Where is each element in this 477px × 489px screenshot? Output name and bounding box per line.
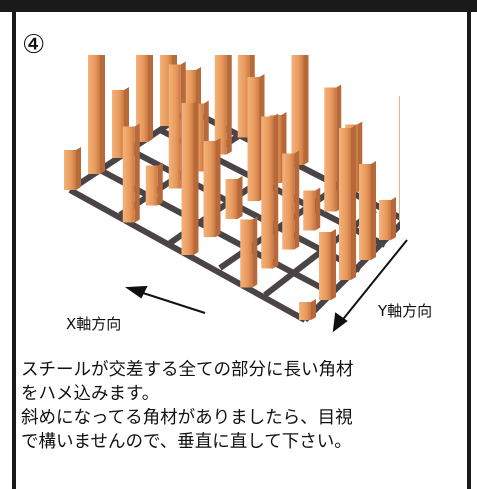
wood-post-side (237, 176, 243, 219)
wood-post-side (157, 162, 163, 206)
wood-post (64, 150, 76, 190)
instruction-line: 斜めになってる角材がありましたら、目視 (21, 408, 353, 428)
wood-post (122, 126, 135, 223)
y-arrow-head (332, 312, 348, 333)
wood-post-side (303, 55, 309, 165)
wood-post (112, 90, 124, 158)
wood-post-side (252, 216, 258, 288)
x-arrow-head (125, 285, 148, 299)
wood-post (291, 55, 304, 165)
y-axis-label: Y軸方向 (378, 302, 433, 320)
wood-post-side (134, 123, 140, 223)
wood-post (168, 64, 181, 189)
wood-post-side (100, 55, 105, 174)
wood-post (359, 164, 371, 260)
wood-post-side (273, 113, 279, 269)
wood-post-side (371, 161, 376, 260)
wood-post (88, 55, 100, 174)
wood-post-side (148, 55, 153, 142)
wood-post (324, 87, 337, 212)
wood-post (299, 302, 311, 320)
wood-post (225, 179, 238, 219)
wood-post-side (391, 197, 396, 240)
instruction-line: をハメ込みます。 (21, 384, 160, 404)
instruction-line: で構いませんので、垂直に直して下さい。 (21, 432, 352, 452)
wood-post (184, 70, 196, 110)
wood-post-side (196, 67, 201, 110)
top-border (0, 0, 477, 12)
wood-post-side (226, 55, 232, 155)
wood-post (379, 200, 391, 240)
wood-post-side (193, 100, 199, 255)
wood-post (339, 128, 351, 280)
wood-post-side (351, 125, 356, 280)
right-border (467, 12, 471, 489)
wood-post (136, 55, 148, 142)
wood-post (303, 190, 316, 231)
wood-post (181, 103, 194, 255)
wood-post (203, 141, 216, 237)
wood-posts (64, 55, 400, 320)
assembly-illustration (64, 55, 400, 323)
wood-post (214, 55, 227, 155)
wood-post (237, 55, 250, 138)
wood-post (282, 153, 295, 250)
wood-post-side (215, 138, 221, 237)
instruction-line: スチールが交差する全ての部分に長い角材 (21, 360, 354, 380)
wood-post (319, 232, 331, 300)
wood-post (399, 96, 400, 220)
wood-post (247, 77, 260, 201)
instruction-text: スチールが交差する全ての部分に長い角材 をハメ込みます。 斜めになってる角材があ… (21, 358, 465, 454)
y-direction-arrow (339, 239, 408, 324)
wood-post-side (294, 150, 300, 250)
wood-post-side (76, 147, 81, 190)
step-number: ④ (22, 30, 46, 60)
wood-post (261, 116, 274, 269)
wood-post (145, 165, 158, 206)
wood-post-side (331, 229, 336, 300)
wood-post (240, 219, 253, 288)
x-direction-arrow (139, 291, 206, 314)
wood-post-side (311, 299, 316, 320)
x-axis-label: X軸方向 (66, 315, 122, 333)
wood-post-side (315, 187, 321, 231)
left-border (12, 12, 16, 489)
